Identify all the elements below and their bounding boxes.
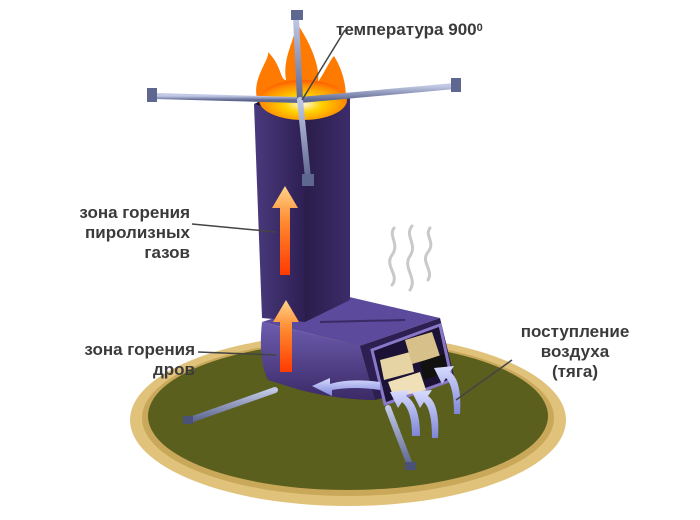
heat-arrow-chimney [272, 186, 298, 275]
label-air-line3: (тяга) [551, 362, 599, 381]
air-arrow-1 [390, 390, 420, 436]
label-air-line1: поступление [520, 322, 630, 341]
smoke-wisps [388, 224, 433, 292]
heat-arrow-firebox [273, 300, 299, 372]
support-cap [451, 78, 461, 92]
leader-pyrolysis [191, 223, 277, 233]
leader-lines [191, 29, 513, 401]
firebox [260, 296, 455, 406]
air-arrow-2 [412, 390, 439, 438]
support-cap [302, 174, 314, 186]
leg-front-foot [405, 462, 416, 470]
firebox-seam [319, 319, 406, 323]
label-air-line2: воздуха [540, 342, 610, 361]
smoke [406, 224, 415, 292]
label-wood-line2: дров [152, 360, 195, 379]
air-arrow-inner [312, 378, 380, 396]
top-support [147, 10, 461, 186]
log [405, 332, 440, 364]
label-temperature-text: температура 900 [336, 20, 477, 39]
heat-flow-arrows [272, 186, 299, 372]
chimney-front [254, 104, 305, 322]
stove-legs [183, 387, 416, 470]
leg-left [187, 387, 278, 423]
support-bar-left [152, 93, 303, 103]
leader-wood [197, 351, 277, 356]
label-pyrolysis-zone: зона горения пиролизных газов [40, 203, 190, 263]
label-temperature: температура 9000 [336, 20, 483, 40]
label-air-intake: поступление воздуха (тяга) [505, 322, 645, 382]
label-pyrolysis-line3: газов [144, 243, 190, 262]
label-temperature-degree: 0 [476, 22, 483, 34]
leg-left-foot [183, 416, 193, 424]
label-pyrolysis-line1: зона горения [79, 203, 190, 222]
label-wood-line1: зона горения [84, 340, 195, 359]
support-bar-front [297, 97, 311, 181]
leader-temperature [301, 29, 346, 101]
log [380, 352, 414, 380]
support-bar-back [293, 15, 303, 103]
support-bar-right [297, 83, 458, 103]
label-pyrolysis-line2: пиролизных [84, 223, 190, 242]
air-flow-arrows [312, 366, 461, 438]
leg-front [385, 405, 413, 468]
support-cap [147, 88, 157, 102]
support-cap [291, 10, 303, 20]
smoke [423, 226, 433, 282]
chimney-side [305, 98, 350, 322]
smoke [388, 226, 397, 287]
label-wood-zone: зона горения дров [45, 340, 195, 380]
air-arrow-3 [434, 366, 461, 414]
leader-air [455, 359, 513, 401]
